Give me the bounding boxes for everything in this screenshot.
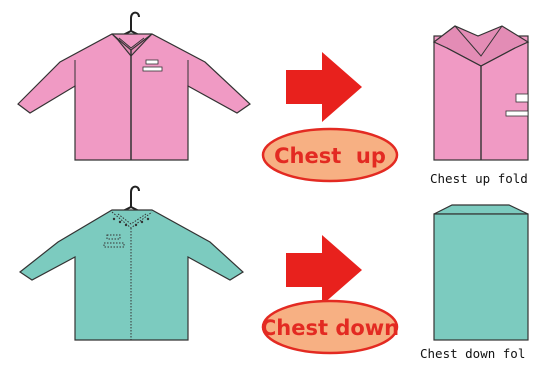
chest-down-fold-caption: Chest down fol	[420, 346, 525, 361]
folded-shirt-chest-down	[434, 205, 528, 340]
arrow-right-icon	[286, 235, 362, 305]
chest-up-pill: Chest up	[263, 129, 397, 181]
folded-shirt-chest-up	[434, 26, 528, 160]
chest-up-fold-caption: Chest up fold	[430, 171, 528, 186]
row-chest-down: Chest down Chest down fol	[20, 187, 528, 361]
chest-up-label: Chest up	[274, 144, 386, 168]
pink-shirt-on-hanger	[18, 13, 250, 160]
arrow-right-icon	[286, 52, 362, 122]
chest-down-pill: Chest down	[261, 301, 399, 353]
chest-down-label: Chest down	[261, 316, 399, 340]
hanger-icon	[121, 13, 141, 36]
hanger-icon	[121, 187, 141, 212]
teal-shirt-on-hanger	[20, 187, 243, 340]
row-chest-up: Chest up Chest up fold	[18, 13, 528, 186]
